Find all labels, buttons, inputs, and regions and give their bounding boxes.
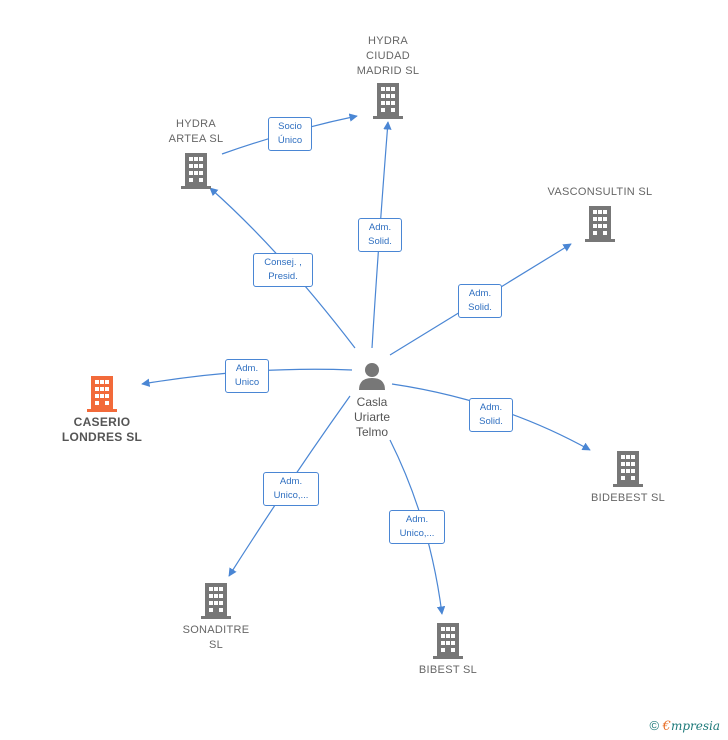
copyright-symbol: © — [649, 718, 660, 733]
company-name: CASERIO LONDRES SL — [61, 415, 143, 444]
company-caserio-londres[interactable]: CASERIO LONDRES SL — [52, 376, 152, 445]
building-icon — [373, 83, 403, 119]
company-bibest[interactable]: BIBEST SL — [400, 623, 496, 678]
company-vasconsultin[interactable]: VASCONSULTIN SL — [540, 185, 660, 242]
building-icon — [613, 451, 643, 487]
person-icon — [359, 363, 385, 390]
company-hydra-ciudad[interactable]: HYDRA CIUDAD MADRID SL — [340, 34, 436, 119]
brand-logo-initial: € — [662, 719, 671, 734]
person-node[interactable]: Casla Uriarte Telmo — [332, 361, 412, 440]
building-icon — [433, 623, 463, 659]
watermark: © €mpresia — [649, 718, 720, 734]
company-name: VASCONSULTIN SL — [547, 186, 653, 198]
edge-label-caserio[interactable]: Adm. Unico — [225, 359, 269, 393]
company-name: HYDRA CIUDAD MADRID SL — [356, 35, 420, 77]
edge-label-sonaditre[interactable]: Adm. Unico,... — [263, 472, 319, 506]
person-name: Casla Uriarte Telmo — [353, 395, 390, 439]
company-hydra-artea[interactable]: HYDRA ARTEA SL — [148, 117, 244, 189]
edge-label-artea-ciudad[interactable]: Socio Único — [268, 117, 312, 151]
edge-label-bibest[interactable]: Adm. Unico,... — [389, 510, 445, 544]
building-icon — [201, 583, 231, 619]
company-name: BIBEST SL — [418, 664, 478, 676]
building-icon — [585, 206, 615, 242]
company-bidebest[interactable]: BIDEBEST SL — [580, 451, 676, 506]
edge-label-bidebest[interactable]: Adm. Solid. — [469, 398, 513, 432]
building-icon — [181, 153, 211, 189]
edge-label-artea[interactable]: Consej. , Presid. — [253, 253, 313, 287]
company-name: SONADITRE SL — [182, 624, 250, 651]
company-name: HYDRA ARTEA SL — [168, 118, 224, 145]
edge-label-vasconsultin[interactable]: Adm. Solid. — [458, 284, 502, 318]
building-icon — [87, 376, 117, 412]
company-sonaditre[interactable]: SONADITRE SL — [168, 583, 264, 653]
brand-logo-text: mpresia — [670, 719, 720, 733]
edge-label-ciudad[interactable]: Adm. Solid. — [358, 218, 402, 252]
company-name: BIDEBEST SL — [590, 492, 666, 504]
